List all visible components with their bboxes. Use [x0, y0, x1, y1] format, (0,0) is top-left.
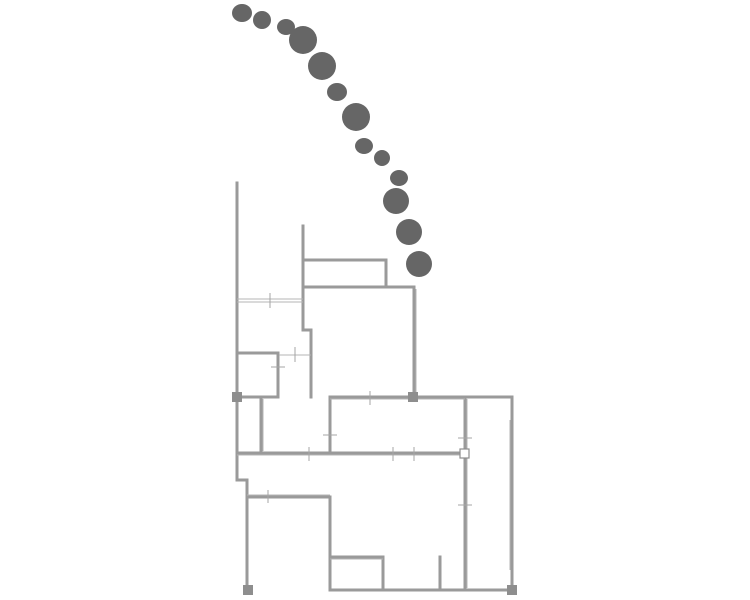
stepping-stone — [253, 11, 271, 29]
stepping-stone — [342, 103, 370, 131]
stepping-stone — [308, 52, 336, 80]
west-wall — [235, 181, 249, 592]
post — [232, 392, 242, 402]
door-ticks — [267, 293, 472, 506]
stepping-stone — [406, 251, 432, 277]
central-room-wall — [245, 395, 514, 592]
post — [408, 392, 418, 402]
post — [507, 585, 517, 595]
stepping-stone — [232, 4, 252, 22]
stepping-stone — [327, 83, 347, 101]
stepping-stone — [355, 138, 373, 154]
stepping-stone — [289, 26, 317, 54]
stepping-stone — [374, 150, 390, 166]
bottom-closet-wall — [328, 555, 385, 592]
stepping-stone — [390, 170, 408, 186]
stepping-stone-path — [232, 4, 432, 277]
structural-posts — [232, 392, 517, 595]
stepping-stone — [277, 19, 295, 35]
post-open — [459, 448, 470, 459]
north-block-wall — [301, 224, 313, 399]
stepping-stone — [383, 188, 409, 214]
north-block-top-wall — [301, 258, 416, 399]
closet-wall — [235, 351, 280, 399]
walls — [235, 181, 514, 592]
post — [243, 585, 253, 595]
stepping-stone — [396, 219, 422, 245]
